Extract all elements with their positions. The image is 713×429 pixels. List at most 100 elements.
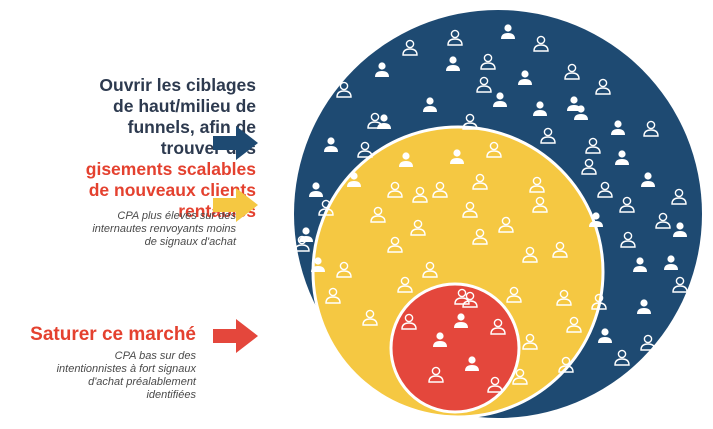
- bottom-note-line-3: d'achat préalablement: [88, 376, 196, 388]
- person-icon: [367, 112, 383, 129]
- person-icon: [294, 235, 310, 252]
- person-icon: [336, 81, 352, 98]
- bottom-note-line-2: intentionnistes à fort signaux: [56, 363, 196, 375]
- person-icon: [522, 333, 538, 350]
- person-icon: [423, 97, 437, 112]
- person-icon: [564, 63, 580, 80]
- person-icon: [529, 176, 545, 193]
- person-icon: [512, 368, 528, 385]
- person-icon: [387, 236, 403, 253]
- person-icon: [447, 29, 463, 46]
- person-icon: [664, 255, 678, 270]
- person-icon: [422, 261, 438, 278]
- top-note-line-1: CPA plus élevés sur des: [117, 210, 236, 222]
- person-icon: [370, 206, 386, 223]
- person-icon: [581, 158, 597, 175]
- person-icon: [552, 241, 568, 258]
- person-icon: [574, 105, 588, 120]
- person-icon: [595, 78, 611, 95]
- person-icon: [325, 287, 341, 304]
- person-icon: [498, 216, 514, 233]
- person-icon: [428, 366, 444, 383]
- person-icon: [591, 293, 607, 310]
- person-icon: [556, 289, 572, 306]
- person-icon: [307, 306, 323, 323]
- person-icon: [641, 172, 655, 187]
- person-icon: [486, 141, 502, 158]
- person-icon: [399, 152, 413, 167]
- person-icon: [533, 101, 547, 116]
- person-icon: [558, 356, 574, 373]
- person-icon: [490, 318, 506, 335]
- person-icon: [597, 181, 613, 198]
- top-note-line-2: internautes renvoyants moins: [92, 223, 236, 235]
- person-icon: [540, 127, 556, 144]
- top-heading-line-3: funnels, afin de: [127, 117, 256, 137]
- arrow-right-icon: [213, 188, 258, 222]
- person-icon: [566, 316, 582, 333]
- person-icon: [454, 288, 470, 305]
- person-icon: [402, 39, 418, 56]
- person-icon: [472, 228, 488, 245]
- top-heading-highlight-1: gisements scalables: [85, 159, 256, 179]
- person-icon: [501, 24, 515, 39]
- person-icon: [589, 212, 603, 227]
- person-icon: [375, 62, 389, 77]
- person-icon: [397, 276, 413, 293]
- person-icon: [611, 120, 625, 135]
- arrow-right-icon: [213, 319, 258, 353]
- person-icon: [476, 76, 492, 93]
- person-icon: [619, 196, 635, 213]
- person-icon: [493, 92, 507, 107]
- person-icon: [462, 201, 478, 218]
- person-icon: [362, 309, 378, 326]
- inner-intent-circle: [389, 282, 521, 414]
- person-icon: [318, 199, 334, 216]
- person-icon: [432, 181, 448, 198]
- person-icon: [598, 328, 612, 343]
- person-icon: [487, 376, 503, 393]
- bottom-note: CPA bas sur des intentionnistes à fort s…: [40, 350, 196, 402]
- person-icon: [585, 137, 601, 154]
- person-icon: [533, 35, 549, 52]
- person-icon: [620, 231, 636, 248]
- person-icon: [412, 186, 428, 203]
- bottom-heading: Saturer ce marché: [30, 324, 196, 345]
- person-icon: [522, 246, 538, 263]
- people-icons-group: [294, 24, 688, 393]
- person-icon: [506, 286, 522, 303]
- person-icon: [532, 196, 548, 213]
- person-icon: [450, 149, 464, 164]
- person-icon: [655, 212, 671, 229]
- bottom-note-line-1: CPA bas sur des: [114, 350, 196, 362]
- person-icon: [465, 356, 479, 371]
- person-icon: [401, 313, 417, 330]
- person-icon: [446, 56, 460, 71]
- arrow-right-icon: [213, 126, 258, 160]
- person-icon: [673, 222, 687, 237]
- person-icon: [309, 182, 323, 197]
- person-icon: [472, 173, 488, 190]
- person-icon: [410, 219, 426, 236]
- top-heading-line-1: Ouvrir les ciblages: [99, 75, 256, 95]
- person-icon: [643, 120, 659, 137]
- person-icon: [387, 181, 403, 198]
- person-icon: [615, 150, 629, 165]
- person-icon: [347, 172, 361, 187]
- top-note: CPA plus élevés sur des internautes renv…: [40, 210, 236, 249]
- person-icon: [671, 188, 687, 205]
- person-icon: [480, 53, 496, 70]
- person-icon: [357, 141, 373, 158]
- person-icon: [672, 276, 688, 293]
- person-icon: [462, 113, 478, 130]
- bottom-note-line-4: identifiées: [146, 389, 196, 401]
- person-icon: [633, 257, 647, 272]
- person-icon: [433, 332, 447, 347]
- person-icon: [518, 70, 532, 85]
- top-note-line-3: de signaux d'achat: [144, 236, 236, 248]
- top-heading-highlight-2: de nouveaux clients: [88, 180, 256, 200]
- person-icon: [640, 334, 656, 351]
- person-icon: [324, 137, 338, 152]
- person-icon: [311, 257, 325, 272]
